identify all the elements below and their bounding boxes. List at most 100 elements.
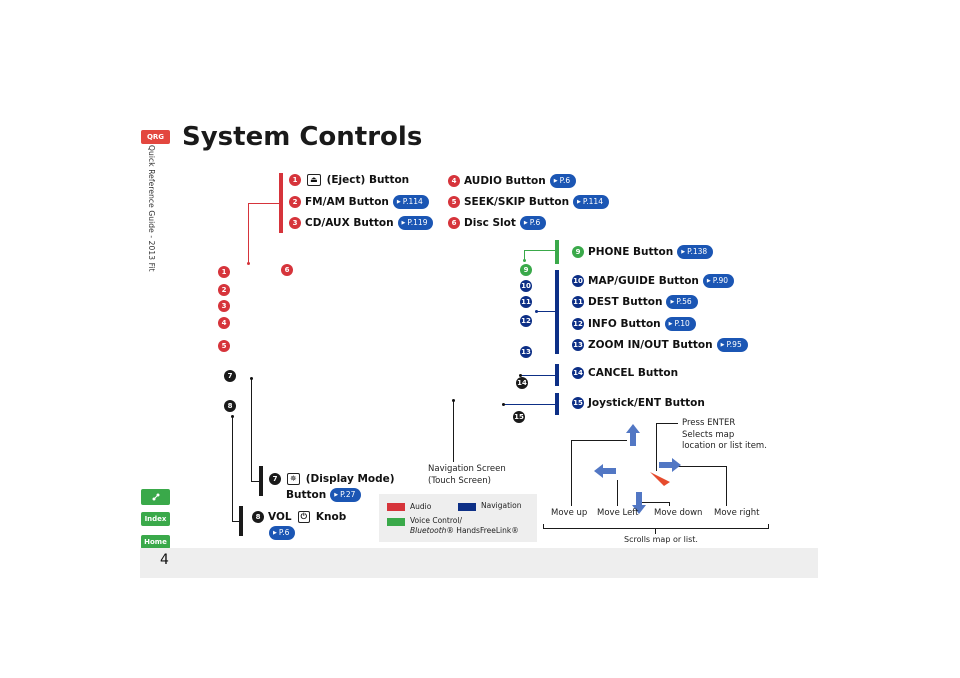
dot-11: 11 <box>520 296 532 308</box>
leader-joystick-point <box>502 403 505 406</box>
legend-audio-swatch <box>387 503 405 511</box>
display-mode-bar <box>259 466 263 496</box>
index-tab[interactable]: Index <box>141 512 170 526</box>
guide-vertical-title: Quick Reference Guide - 2013 Fit <box>147 145 156 272</box>
dot-9: 9 <box>520 264 532 276</box>
down-line-h <box>640 502 669 503</box>
press-enter-title: Press ENTER <box>682 418 736 428</box>
callout-label: FM/AM Button <box>305 196 389 208</box>
callout-label: MAP/GUIDE Button <box>588 275 699 287</box>
dot-13: 13 <box>520 346 532 358</box>
callout-num: 3 <box>289 217 301 229</box>
dot-4: 4 <box>218 317 230 329</box>
callout-label: Disc Slot <box>464 217 516 229</box>
page-ref-link[interactable]: P.6 <box>519 216 547 230</box>
qrg-tab[interactable]: QRG <box>141 130 170 144</box>
page-ref-link[interactable]: P.138 <box>677 245 714 259</box>
leader-nav-point <box>535 310 538 313</box>
callout-num: 9 <box>572 246 584 258</box>
leader-display-point <box>250 377 253 380</box>
dot-14: 14 <box>516 377 528 389</box>
callout-label: (Display Mode) <box>305 473 395 485</box>
callout-eject: 1 ⏏ (Eject) Button <box>289 174 409 186</box>
legend-voice-line1: Voice Control/ <box>410 516 462 525</box>
leader-audio-v <box>248 203 249 263</box>
callout-fm-am: 2 FM/AM Button P.114 <box>289 195 429 209</box>
leader-screen-v <box>453 400 454 462</box>
display-mode-icon: ✵ <box>287 473 300 485</box>
leader-vol-v <box>232 416 233 521</box>
callout-seek-skip: 5 SEEK/SKIP Button P.114 <box>448 195 609 209</box>
left-line-v <box>617 480 618 506</box>
press-line-h <box>656 423 678 424</box>
power-icon: ⏻ <box>297 511 310 523</box>
leader-vol-h <box>232 521 240 522</box>
legend-nav-label: Navigation <box>481 501 522 510</box>
home-tab[interactable]: Home <box>141 535 170 549</box>
dot-6: 6 <box>281 264 293 276</box>
scroll-bracket-left <box>543 524 544 529</box>
move-right-label: Move right <box>714 508 760 518</box>
legend-handsfree: ® HandsFreeLink® <box>446 526 519 535</box>
page-ref-link[interactable]: P.27 <box>330 488 362 502</box>
page-ref-link[interactable]: P.95 <box>716 338 748 352</box>
toc-tab[interactable] <box>141 489 170 505</box>
callout-vol-ref: P.6 <box>269 526 296 540</box>
callout-num: 5 <box>448 196 460 208</box>
legend-nav-swatch <box>458 503 476 511</box>
leader-display-v <box>251 378 252 481</box>
callout-label: CANCEL Button <box>588 367 679 379</box>
scroll-bracket-mid <box>655 528 656 534</box>
callout-vol: 8 VOL ⏻ Knob <box>252 511 346 523</box>
dot-3: 3 <box>218 300 230 312</box>
callout-label: DEST Button <box>588 296 663 308</box>
dot-5: 5 <box>218 340 230 352</box>
callout-num: 2 <box>289 196 301 208</box>
dot-10: 10 <box>520 280 532 292</box>
callout-display-mode-line2: Button P.27 <box>286 488 362 502</box>
page-ref-link[interactable]: P.90 <box>702 274 735 288</box>
scroll-bracket-right <box>768 524 769 529</box>
callout-label: (Eject) Button <box>326 174 410 186</box>
arrow-right-icon <box>659 458 681 472</box>
page-ref-link[interactable]: P.56 <box>666 295 698 309</box>
callout-audio: 4 AUDIO Button P.6 <box>448 174 577 188</box>
callout-zoom: 13 ZOOM IN/OUT Button P.95 <box>572 338 748 352</box>
right-line-h <box>676 466 726 467</box>
move-up-label: Move up <box>551 508 588 518</box>
callout-label: SEEK/SKIP Button <box>464 196 570 208</box>
callout-num: 4 <box>448 175 460 187</box>
page-ref-link[interactable]: P.114 <box>573 195 609 209</box>
callout-num: 1 <box>289 174 301 186</box>
leader-nav-h <box>537 311 556 312</box>
color-legend: Audio Navigation Voice Control/ Bluetoot… <box>379 494 537 542</box>
page-ref-link[interactable]: P.10 <box>664 317 696 331</box>
callout-label: ZOOM IN/OUT Button <box>588 339 713 351</box>
nav-bar <box>555 270 559 354</box>
leader-audio-point <box>247 262 250 265</box>
leader-joystick-h <box>504 404 556 405</box>
callout-label: AUDIO Button <box>464 175 546 187</box>
callout-num: 7 <box>269 473 281 485</box>
page-ref-link[interactable]: P.119 <box>397 216 434 230</box>
leader-audio-h <box>248 203 280 204</box>
callout-label: CD/AUX Button <box>305 217 394 229</box>
callout-label: PHONE Button <box>588 246 674 258</box>
leader-screen-point <box>452 399 455 402</box>
page-ref-link[interactable]: P.6 <box>269 526 296 540</box>
callout-num: 8 <box>252 511 264 523</box>
callout-label: VOL <box>268 511 292 523</box>
press-line-v <box>656 423 657 471</box>
dot-15: 15 <box>513 411 525 423</box>
legend-voice-line2: Bluetooth® HandsFreeLink® <box>410 526 519 536</box>
press-arrow-icon <box>650 472 670 486</box>
callout-info: 12 INFO Button P.10 <box>572 317 696 331</box>
callout-label: INFO Button <box>588 318 661 330</box>
callout-label: Joystick/ENT Button <box>588 397 705 409</box>
press-enter-desc: Selects map location or list item. <box>682 430 767 451</box>
callout-num: 14 <box>572 367 584 379</box>
callout-num: 12 <box>572 318 584 330</box>
page-ref-link[interactable]: P.114 <box>392 195 429 209</box>
up-line-h <box>571 440 627 441</box>
page-ref-link[interactable]: P.6 <box>549 174 577 188</box>
